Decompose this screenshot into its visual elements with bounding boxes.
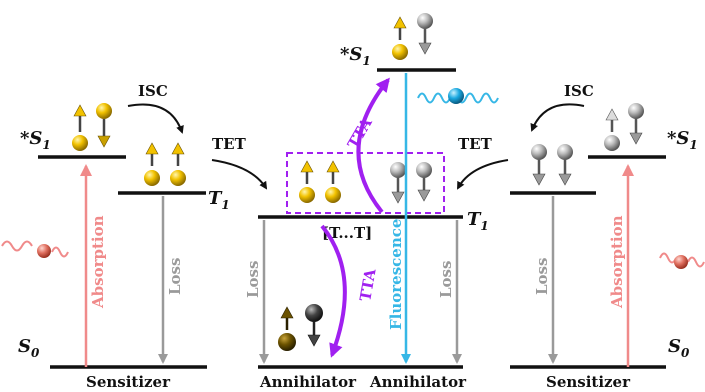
right-tet-label: TET <box>458 135 493 153</box>
left-loss-label: Loss <box>166 258 184 295</box>
box-silver-spin-pair <box>390 162 432 204</box>
tta-down-arrow <box>320 224 347 358</box>
left-photon-wave-tail <box>51 246 69 258</box>
center-loss-left-label: Loss <box>244 261 262 298</box>
left-photon-ball <box>37 244 51 258</box>
left-t1-label: T1 <box>208 188 230 212</box>
right-photon-wave-tail <box>687 256 705 268</box>
right-isc-label: ISC <box>564 82 594 100</box>
tta-up-label: TTA <box>344 114 376 152</box>
center-annihilator-caption-right: Annihilator <box>369 373 467 391</box>
tta-down-label: TTA <box>356 267 379 303</box>
left-tet-label: TET <box>212 135 247 153</box>
left-t1-spin-pair <box>144 142 186 186</box>
left-s1-label: *S1 <box>20 128 51 152</box>
center-annihilator: *S1 T1 [T...T] <box>244 13 499 391</box>
left-sensitizer-caption: Sensitizer <box>86 373 171 391</box>
left-absorption-label: Absorption <box>89 215 107 309</box>
left-s1-spin-pair <box>72 103 112 151</box>
center-s1-spin-pair <box>392 13 433 60</box>
right-absorption-label: Absorption <box>608 215 626 309</box>
right-s0-label: S0 <box>668 336 690 360</box>
right-loss-label: Loss <box>533 258 551 295</box>
center-annihilator-caption-left: Annihilator <box>259 373 357 391</box>
box-gold-spin-pair <box>299 160 341 203</box>
triplet-pair-box <box>286 152 445 214</box>
right-sensitizer-caption: Sensitizer <box>546 373 631 391</box>
emitted-photon-ball <box>448 88 464 104</box>
center-t1-label: T1 <box>467 209 489 233</box>
right-photon-ball <box>674 255 688 269</box>
right-s1-label: *S1 <box>667 128 698 152</box>
left-s0-label: S0 <box>18 336 40 360</box>
right-isc-arrow <box>530 103 585 132</box>
left-tet-arrow <box>211 159 268 190</box>
center-loss-right-label: Loss <box>437 261 455 298</box>
left-sensitizer: *S1 T1 S0 ISC TET Absorption Loss <box>1 82 268 391</box>
right-tet-arrow <box>457 159 509 190</box>
right-t1-spin-pair <box>531 144 573 186</box>
tta-up-arrow <box>356 77 390 214</box>
right-s1-spin-pair <box>604 103 644 151</box>
center-pair-label: [T...T] <box>322 224 372 242</box>
center-s0-spin-pair <box>278 304 323 351</box>
right-photon-wave <box>659 252 677 264</box>
fluorescence-label: Fluorescence <box>387 219 405 330</box>
right-sensitizer: *S1 S0 ISC TET Absorption Loss <box>457 82 705 391</box>
left-isc-label: ISC <box>138 82 168 100</box>
left-isc-arrow <box>127 103 184 134</box>
left-photon-wave <box>1 240 33 252</box>
center-s1-label: *S1 <box>340 44 371 68</box>
